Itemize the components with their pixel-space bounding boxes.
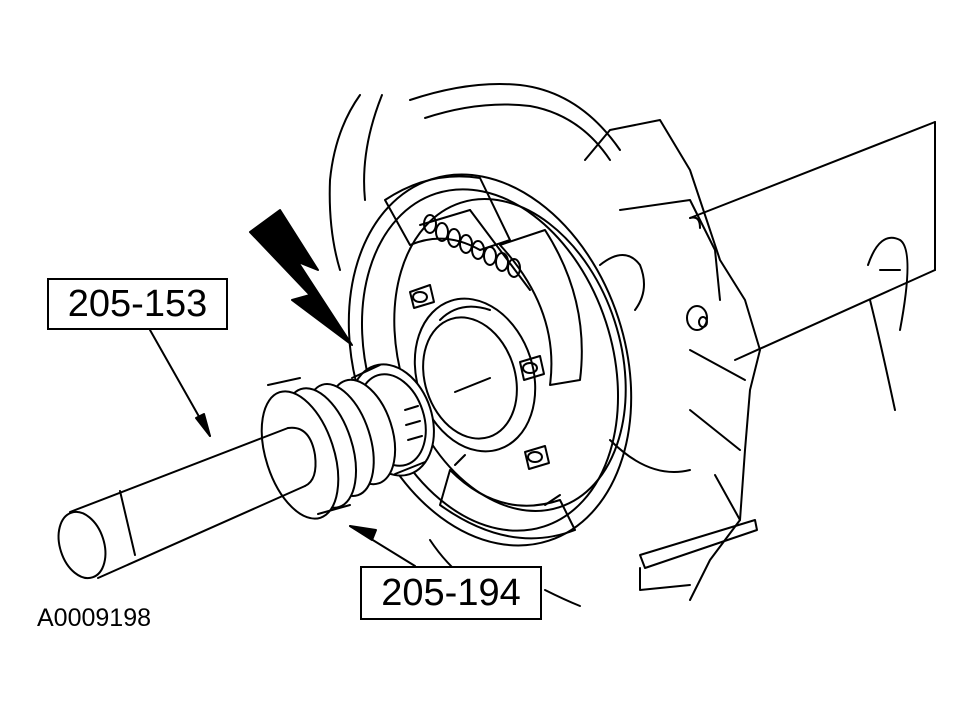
figure-id: A0009198 — [37, 604, 152, 632]
leader-arrow-205-153 — [149, 329, 211, 437]
installer-tool-head — [260, 377, 397, 520]
installer-tool-shaft — [57, 426, 317, 580]
backing-plate-flange — [584, 119, 761, 601]
bold-arrow-icon — [249, 209, 353, 346]
wheel-studs — [409, 284, 561, 506]
callout-205-153: 205-153 — [47, 278, 228, 330]
return-springs — [419, 209, 531, 291]
axle-housing — [689, 121, 936, 411]
callout-205-194: 205-194 — [360, 566, 542, 620]
backing-plate-arcs — [328, 83, 621, 607]
brake-shoes — [384, 175, 583, 540]
leader-arrow-205-194 — [349, 525, 416, 567]
brake-backing-plate — [347, 173, 633, 547]
